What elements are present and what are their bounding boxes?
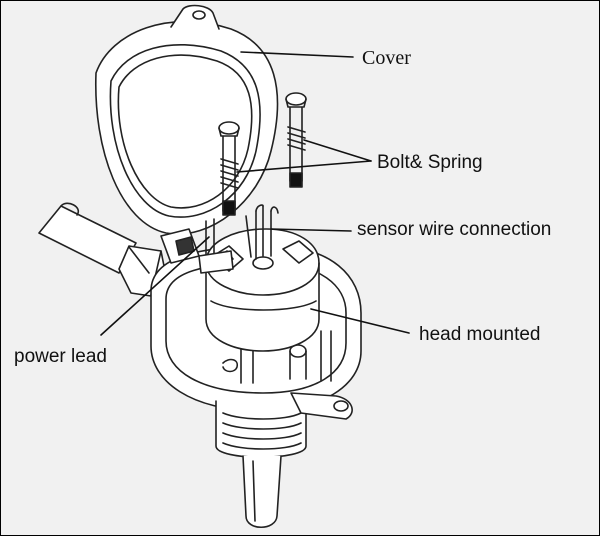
- bolt-leader-line-2: [236, 160, 372, 173]
- bolt-leader-line-1: [303, 139, 372, 162]
- head-mounted-label: head mounted: [419, 324, 541, 345]
- power-lead-pins: [198, 218, 234, 274]
- bolt-spring-right: [285, 92, 307, 188]
- power-lead-leader-line: [100, 236, 210, 336]
- sensor-wire-connection-label: sensor wire connection: [357, 219, 552, 240]
- cover-drawing: [95, 4, 279, 264]
- power-lead-label: power lead: [14, 346, 107, 367]
- bolt-spring-label: Bolt& Spring: [377, 152, 483, 173]
- cover-leader-line: [240, 51, 354, 58]
- cover-label: Cover: [362, 47, 411, 69]
- bolt-spring-left: [218, 121, 240, 216]
- transmitter-module: [205, 204, 320, 352]
- sensor-wire-leader-line: [270, 228, 352, 232]
- leader-lines: [100, 51, 410, 336]
- head-mounted-leader-line: [310, 308, 410, 334]
